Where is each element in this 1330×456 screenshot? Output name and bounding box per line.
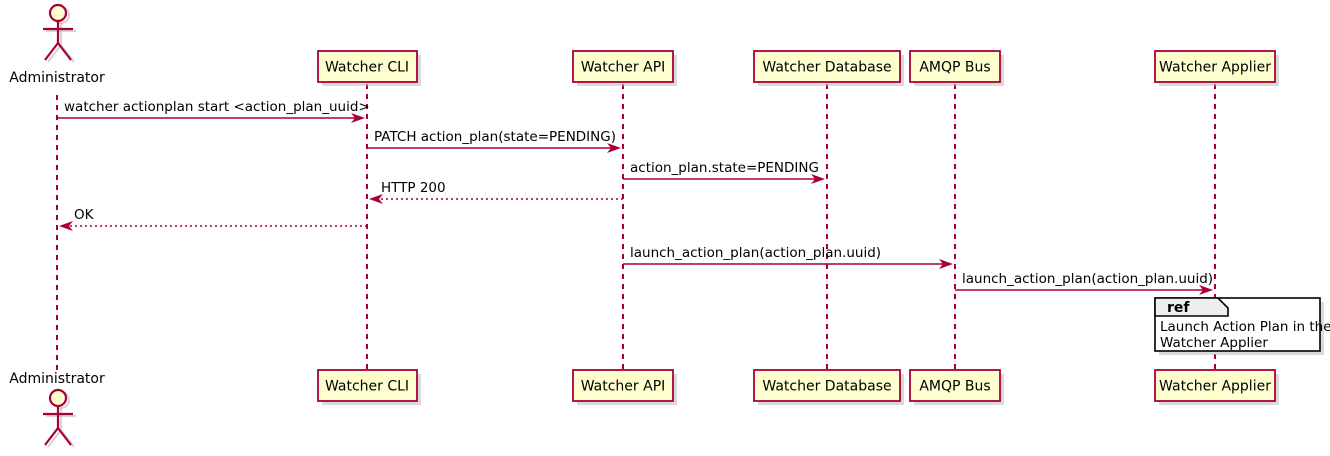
arrow-head-left-icon: [59, 221, 73, 231]
arrow-head-right-icon: [607, 143, 621, 153]
message-label: PATCH action_plan(state=PENDING): [374, 129, 616, 145]
participant-label-watcher-applier-top: Watcher Applier: [1159, 60, 1271, 76]
participant-box: [1154, 50, 1276, 83]
participant-box: [909, 50, 1001, 83]
participant-watcher-database-top[interactable]: Watcher Database: [753, 50, 904, 86]
message-watcher-actionplan-start[interactable]: watcher actionplan start <action_plan_uu…: [57, 99, 370, 123]
participant-label-watcher-database-bottom: Watcher Database: [762, 379, 891, 395]
message-ok[interactable]: OK: [59, 207, 367, 231]
participant-box: [572, 50, 674, 83]
participant-box: [909, 369, 1001, 402]
participant-watcher-applier-bottom[interactable]: Watcher Applier: [1154, 369, 1279, 405]
participant-footer-row: Administrator Watcher CLI: [9, 369, 1279, 448]
actor-head-icon: [48, 388, 68, 408]
participant-box: [753, 50, 901, 83]
participant-label-amqp-bus-top: AMQP Bus: [919, 60, 990, 76]
participant-label-amqp-bus-bottom: AMQP Bus: [919, 379, 990, 395]
participant-label-watcher-cli-bottom: Watcher CLI: [325, 379, 409, 395]
actor-label-administrator-bottom: Administrator: [9, 371, 105, 387]
participant-box: [317, 50, 418, 83]
message-http-200[interactable]: HTTP 200: [369, 180, 623, 204]
participant-label-watcher-cli-top: Watcher CLI: [325, 60, 409, 76]
message-launch-action-plan-bus-to-applier[interactable]: launch_action_plan(action_plan.uuid): [955, 271, 1213, 295]
ref-fragment-tab: [1154, 297, 1229, 317]
participant-box: [753, 369, 901, 402]
actor-administrator-bottom[interactable]: Administrator: [9, 371, 105, 448]
participant-label-watcher-api-top: Watcher API: [581, 60, 666, 76]
actor-label-administrator-top: Administrator: [9, 70, 105, 86]
message-label: HTTP 200: [381, 180, 446, 196]
actor-left-leg-line: [44, 427, 59, 446]
actor-head-icon: [48, 3, 68, 23]
participant-box: [317, 369, 418, 402]
arrow-head-right-icon: [1199, 285, 1213, 295]
participant-watcher-api-bottom[interactable]: Watcher API: [572, 369, 677, 405]
participant-box: [572, 369, 674, 402]
participant-watcher-database-bottom[interactable]: Watcher Database: [753, 369, 904, 405]
ref-fragment[interactable]: ref Launch Action Plan in the Watcher Ap…: [1154, 297, 1330, 355]
actor-left-leg-line: [44, 42, 59, 61]
message-launch-action-plan-api-to-bus[interactable]: launch_action_plan(action_plan.uuid): [623, 245, 953, 269]
arrow-head-left-icon: [369, 194, 383, 204]
actor-right-leg-line: [57, 427, 72, 446]
message-label: action_plan.state=PENDING: [630, 160, 819, 176]
participant-amqp-bus-bottom[interactable]: AMQP Bus: [909, 369, 1004, 405]
message-label: watcher actionplan start <action_plan_uu…: [64, 99, 370, 115]
participant-label-watcher-applier-bottom: Watcher Applier: [1159, 379, 1271, 395]
lifelines-group: [56, 84, 1216, 370]
arrow-head-right-icon: [939, 259, 953, 269]
participant-header-row: Administrator Watcher CLI Watcher API Wa…: [9, 3, 1279, 86]
ref-fragment-line-2: Watcher Applier: [1160, 335, 1268, 351]
participant-watcher-cli-bottom[interactable]: Watcher CLI: [317, 369, 421, 405]
ref-fragment-line-1: Launch Action Plan in the: [1160, 319, 1330, 335]
participant-watcher-api-top[interactable]: Watcher API: [572, 50, 677, 86]
message-label: launch_action_plan(action_plan.uuid): [962, 271, 1213, 287]
message-label: OK: [74, 207, 95, 223]
participant-amqp-bus-top[interactable]: AMQP Bus: [909, 50, 1004, 86]
participant-label-watcher-database-top: Watcher Database: [762, 60, 891, 76]
message-patch-action-plan[interactable]: PATCH action_plan(state=PENDING): [367, 129, 621, 153]
arrow-head-right-icon: [351, 113, 365, 123]
message-label: launch_action_plan(action_plan.uuid): [630, 245, 881, 261]
participant-box: [1154, 369, 1276, 402]
actor-right-leg-line: [57, 42, 72, 61]
arrow-head-right-icon: [811, 174, 825, 184]
participant-watcher-applier-top[interactable]: Watcher Applier: [1154, 50, 1279, 86]
message-action-plan-state-pending[interactable]: action_plan.state=PENDING: [623, 160, 825, 184]
ref-fragment-tab-label: ref: [1167, 300, 1190, 316]
participant-watcher-cli-top[interactable]: Watcher CLI: [317, 50, 421, 86]
actor-administrator-top[interactable]: Administrator: [9, 3, 105, 86]
participant-label-watcher-api-bottom: Watcher API: [581, 379, 666, 395]
